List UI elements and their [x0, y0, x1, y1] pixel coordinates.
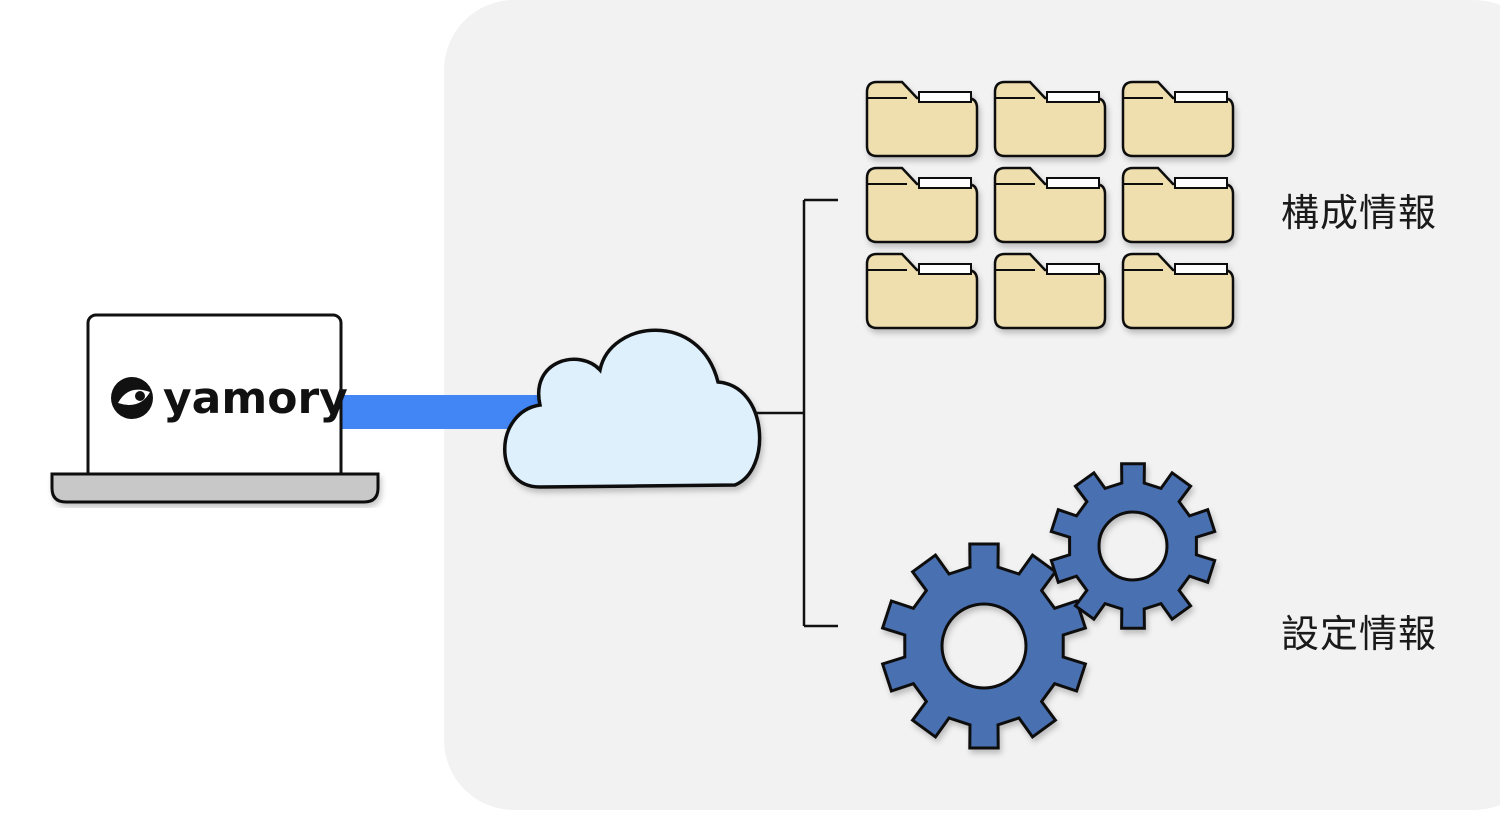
folder-grid: [865, 80, 1235, 330]
folder-icon: [1121, 166, 1235, 244]
bracket-connector: [755, 198, 838, 628]
yamory-eye-icon: [111, 377, 153, 419]
folder-icon: [993, 252, 1107, 330]
settings-info-label: 設定情報: [1281, 612, 1438, 656]
gear-icon: [880, 542, 1088, 750]
gear-icon: [1049, 462, 1217, 630]
folder-icon: [865, 252, 979, 330]
folder-icon: [1121, 80, 1235, 158]
folder-icon: [993, 166, 1107, 244]
laptop-icon: [50, 313, 380, 504]
folder-icon: [865, 166, 979, 244]
folder-icon: [865, 80, 979, 158]
folder-icon: [993, 80, 1107, 158]
cloud-icon: [503, 328, 762, 489]
folder-icon: [1121, 252, 1235, 330]
logo-text: yamory: [163, 373, 348, 424]
config-info-label: 構成情報: [1281, 191, 1438, 235]
